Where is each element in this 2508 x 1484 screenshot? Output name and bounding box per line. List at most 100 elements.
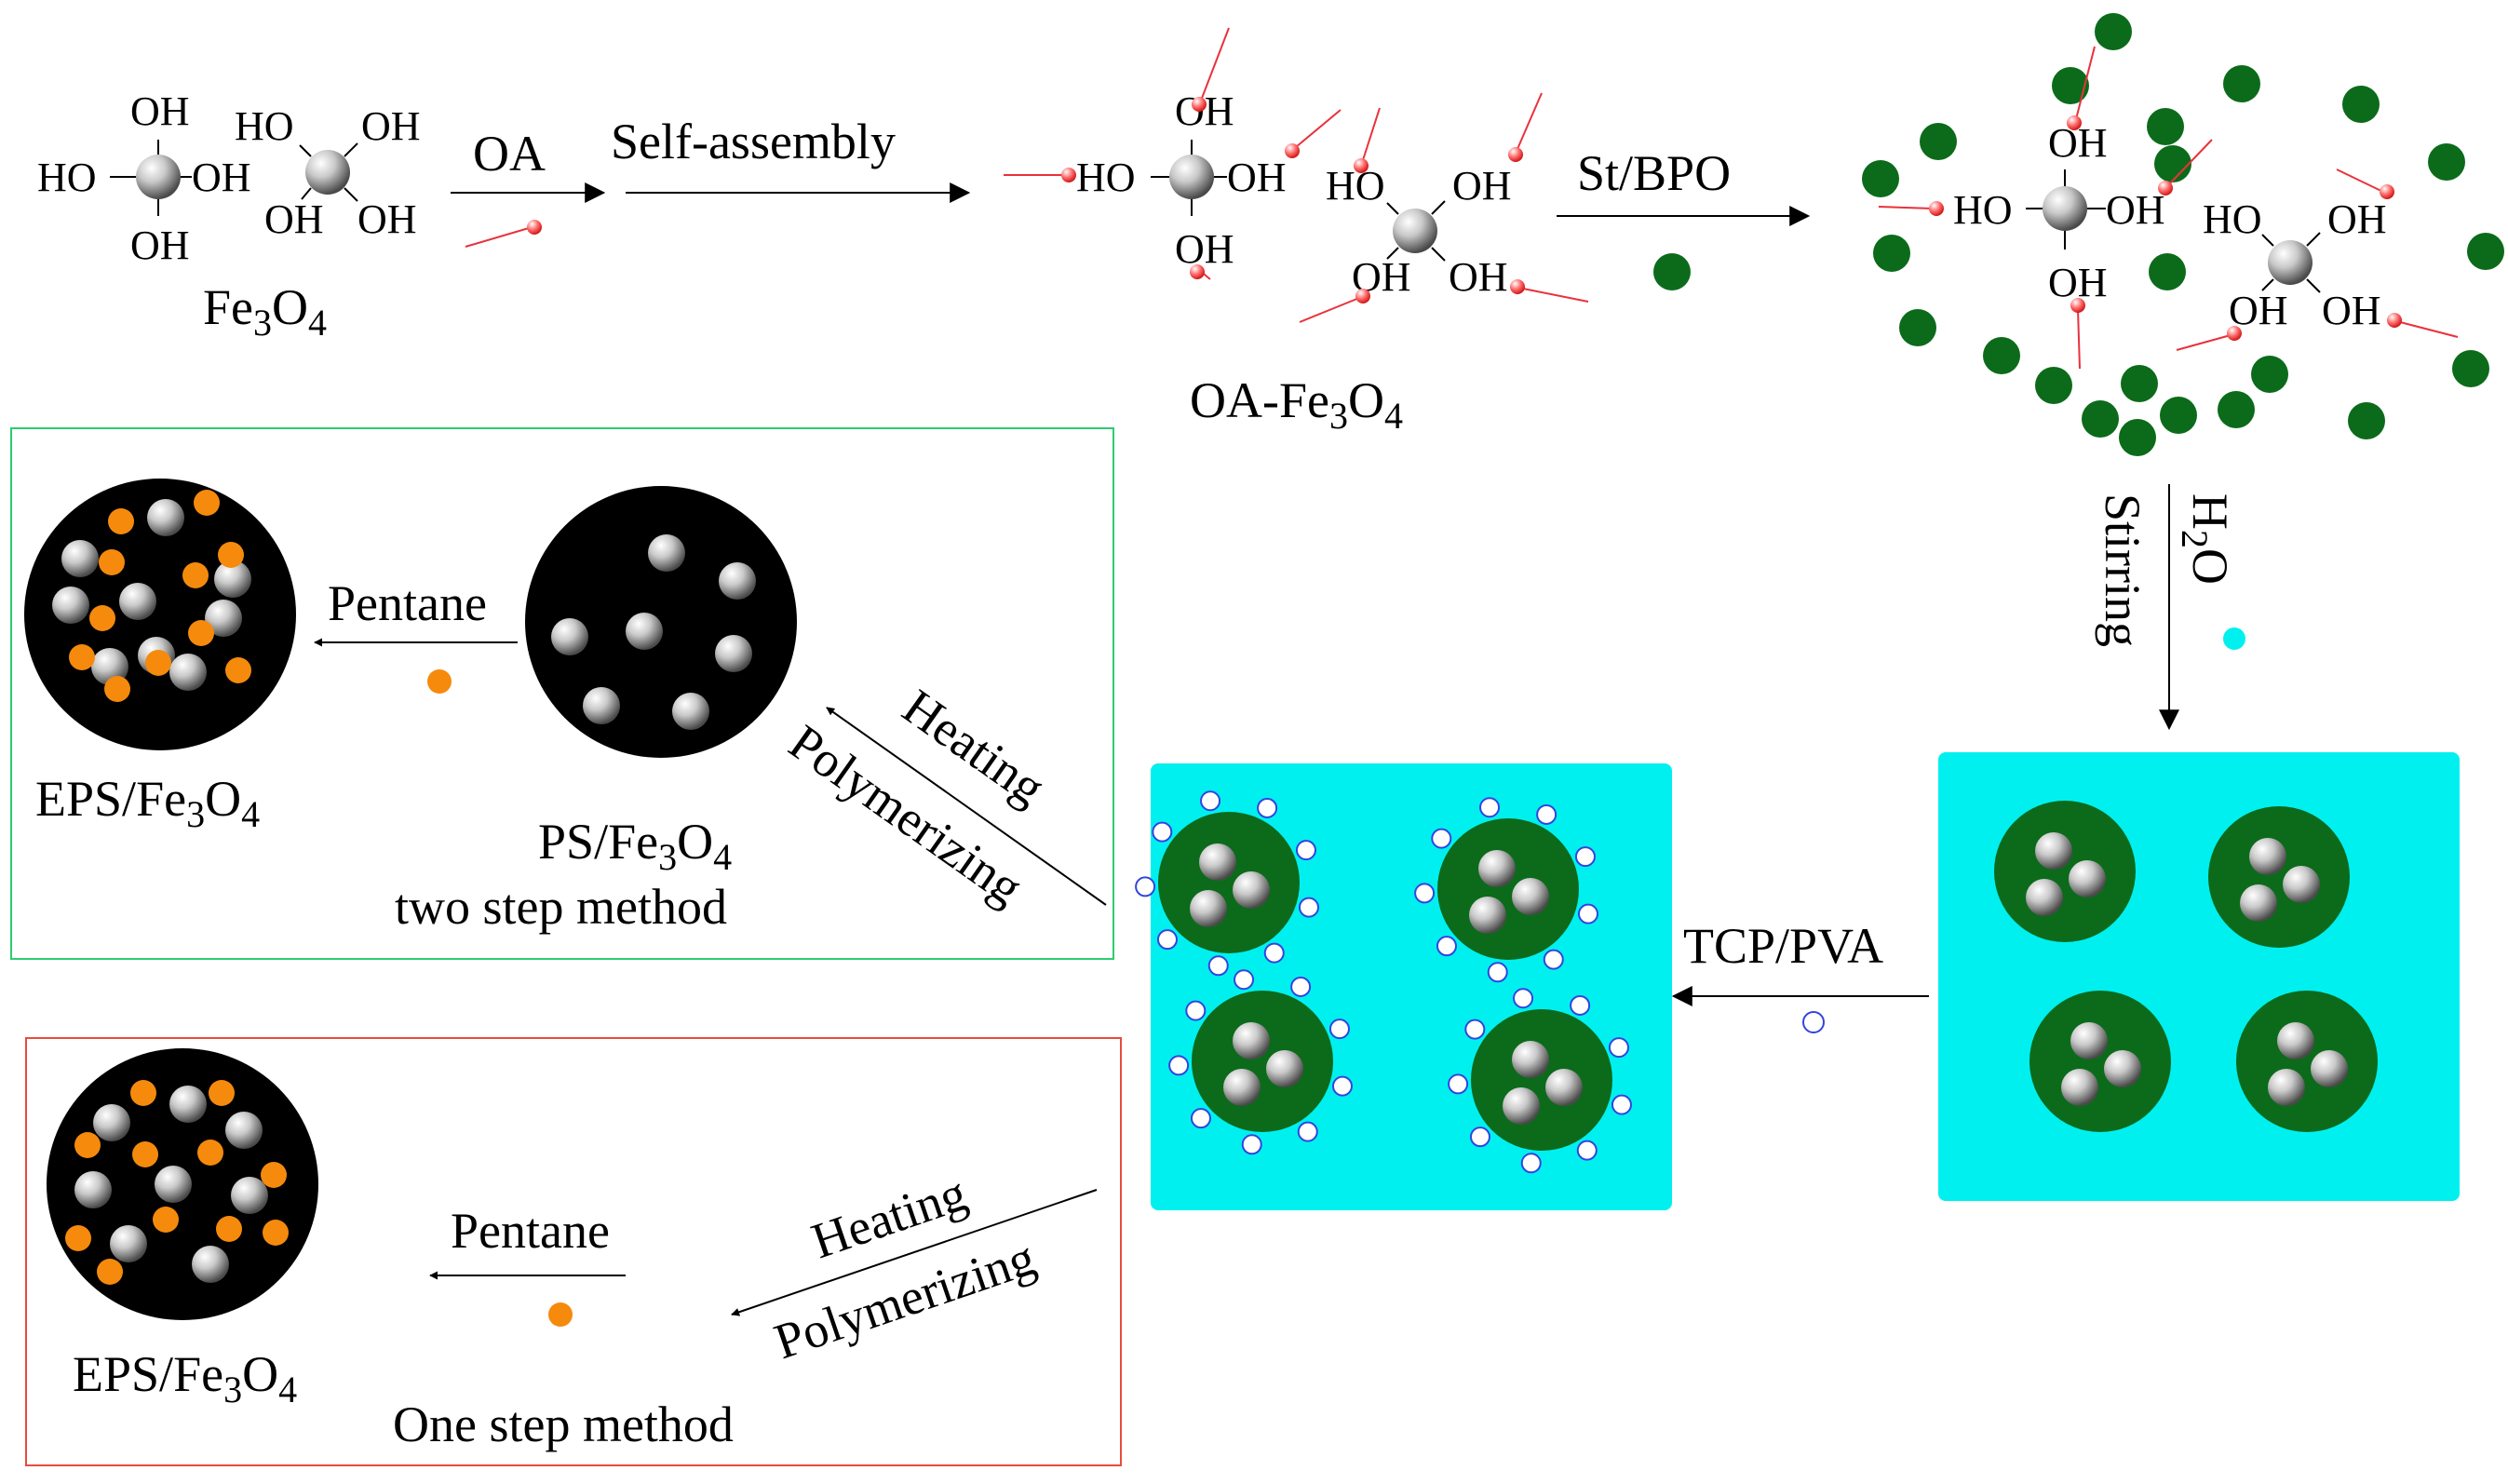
fe3o4-particle (1266, 1050, 1303, 1087)
stabilizer-particle (1298, 897, 1319, 918)
fe3o4-particle (2026, 879, 2063, 916)
fe3o4-particle (1469, 897, 1506, 934)
stabilizer-particle (1290, 976, 1312, 997)
stabilizer-particle (1328, 1019, 1350, 1040)
fe3o4-molecule-1: OH HO OH OH (37, 88, 251, 268)
stabilizer-particle (1536, 803, 1557, 825)
pentane-legend-two-step (427, 669, 452, 694)
water-legend (2223, 627, 2245, 650)
fe3o4-particle (231, 1177, 268, 1214)
monomer-droplet (1994, 801, 2136, 942)
fe3o4-particle (169, 654, 207, 691)
stabilizer-particle (1168, 1055, 1190, 1076)
stabilizer-particle (1152, 821, 1173, 843)
oh-label: OH (1449, 254, 1508, 300)
stabilizer-particle (1611, 1094, 1632, 1115)
stabilizer-particle (1234, 969, 1255, 991)
stabilizer-particle (1190, 1108, 1211, 1129)
fe3o4-particle (672, 693, 709, 730)
heating-label-one-step: Heating (804, 1165, 973, 1269)
stirring-label: Stirring (2095, 493, 2151, 647)
one-step-frame (25, 1037, 1122, 1466)
self-assembly-label: Self-assembly (611, 114, 896, 169)
stabilizer-particle (1431, 828, 1452, 849)
eps-bead-particles-one-step (65, 1080, 289, 1285)
stabilizer-particle (1520, 1153, 1542, 1174)
pentane-particle (216, 1216, 242, 1242)
stabilizer-particle (1513, 988, 1534, 1009)
fe3o4-label: Fe3O4 (203, 279, 327, 344)
fe3o4-molecule-2: HO OH OH OH (235, 103, 421, 242)
oh-label: OH (2327, 196, 2387, 242)
oh-label: OH (1227, 155, 1287, 200)
fe3o4-particle (2069, 860, 2106, 897)
fe3o4-particle (2061, 1069, 2098, 1106)
fe3o4-particle (2277, 1022, 2314, 1059)
stabilizer-particle (1185, 1000, 1207, 1021)
stabilizer-particle (1608, 1037, 1629, 1059)
pentane-particle (263, 1220, 289, 1246)
tcp-pva-label: TCP/PVA (1683, 918, 1883, 974)
fe3o4-particle (2104, 1050, 2141, 1087)
stabilizer-particle (1257, 797, 1278, 818)
one-step-method-label: One step method (393, 1396, 734, 1452)
ho-label: HO (2203, 196, 2262, 242)
ho-label: HO (37, 155, 97, 200)
stabilizer-particle (1464, 1019, 1486, 1040)
fe3o4-particle (583, 687, 620, 724)
fe3o4-particle (2249, 838, 2286, 875)
monomer-droplet (1437, 818, 1579, 960)
oh-label: OH (264, 196, 324, 242)
oh-label: OH (357, 196, 417, 242)
oh-label: OH (130, 223, 190, 268)
fe3o4-particle (155, 1166, 192, 1203)
fe3o4-particle (61, 540, 99, 577)
oh-label: OH (2106, 187, 2165, 233)
droplets-right (1994, 801, 2378, 1132)
fe3o4-particle (1199, 843, 1236, 881)
eps-fe3o4-label-two-step: EPS/Fe3O4 (35, 771, 260, 835)
fe3o4-particle (715, 635, 752, 672)
pentane-particle (108, 508, 134, 534)
pentane-particle (65, 1225, 91, 1251)
fe3o4-particle (205, 600, 242, 637)
fe3o4-particle (719, 562, 756, 600)
fe3o4-particle (1503, 1087, 1540, 1125)
fe3o4-particle (1233, 1022, 1270, 1059)
pentane-particle (197, 1140, 223, 1166)
monomer-cluster (1862, 13, 2504, 456)
oa-fe3o4-molecule-1: OH HO OH OH (1004, 27, 1342, 280)
styrene-monomer-legend (1653, 253, 1691, 290)
fe3o4-particle (1512, 1041, 1549, 1078)
stabilizer-particle (1207, 955, 1229, 977)
st-bpo-label: St/BPO (1577, 145, 1731, 201)
fe3o4-particle (225, 1112, 263, 1149)
eps-fe3o4-label-one-step: EPS/Fe3O4 (73, 1346, 297, 1410)
pentane-particle (153, 1207, 179, 1233)
ps-bead-particles (551, 534, 756, 730)
fe3o4-particle (91, 648, 128, 685)
pentane-particle (69, 644, 95, 670)
stabilizer-legend (1802, 1011, 1825, 1033)
pentane-particle (99, 549, 125, 575)
oa-fe3o4-molecule-2: HO OH OH OH (1299, 92, 1589, 323)
h2o-label: H2O (2174, 493, 2238, 585)
stabilizer-particle (1448, 1073, 1469, 1095)
stabilizer-particle (1295, 840, 1316, 861)
fe3o4-particle (1478, 850, 1516, 887)
stabilizer-particle (1200, 790, 1221, 812)
fe3o4-particle (2035, 832, 2072, 870)
fe3o4-particle (147, 499, 184, 536)
stabilizer-particle (1574, 846, 1596, 868)
fe3o4-particle (1223, 1069, 1261, 1106)
fe3o4-particle (74, 1171, 112, 1208)
fe3o4-particle (2268, 1069, 2305, 1106)
oh-label: OH (1175, 226, 1234, 272)
pentane-label-two-step: Pentane (328, 575, 487, 631)
fe3o4-particle (214, 560, 251, 598)
stabilizer-particle (1331, 1075, 1353, 1097)
pentane-particle (97, 1259, 123, 1285)
pentane-particle (225, 657, 251, 683)
monomer-droplet (1471, 1009, 1612, 1151)
